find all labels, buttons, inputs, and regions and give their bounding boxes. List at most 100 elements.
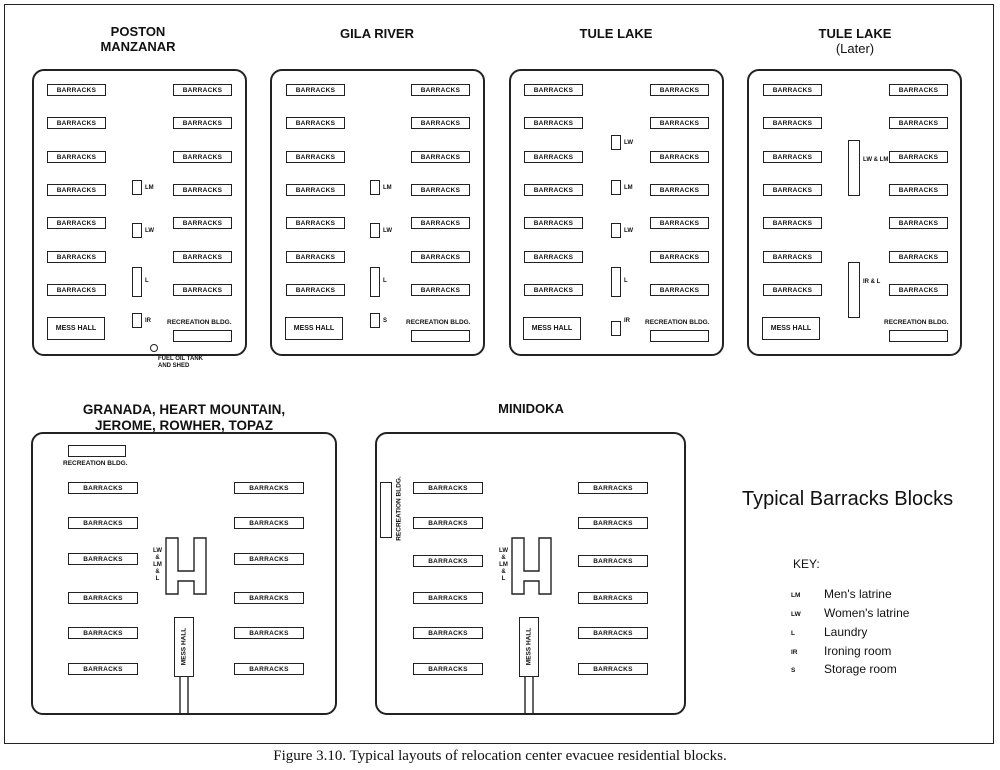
barracks: BARRACKS: [524, 251, 583, 263]
barracks: BARRACKS: [578, 482, 648, 494]
barracks: BARRACKS: [763, 184, 822, 196]
key-abbr: S: [791, 667, 796, 674]
womens-latrine: [611, 223, 621, 238]
facility-label: LW: [624, 140, 633, 146]
laundry: [132, 267, 142, 297]
womens-latrine: [370, 223, 380, 238]
barracks: BARRACKS: [173, 284, 232, 296]
facility-label: L: [383, 278, 387, 284]
barracks: BARRACKS: [578, 517, 648, 529]
barracks: BARRACKS: [286, 151, 345, 163]
facility-label: LW: [624, 228, 633, 234]
laundry: [611, 267, 621, 297]
barracks: BARRACKS: [411, 284, 470, 296]
barracks: BARRACKS: [889, 84, 948, 96]
barracks: BARRACKS: [68, 553, 138, 565]
figure-frame: [4, 4, 994, 744]
barracks: BARRACKS: [173, 251, 232, 263]
laundry: [370, 267, 380, 297]
key-text: Men's latrine: [824, 587, 892, 601]
mess-hall: MESS HALL: [285, 317, 343, 340]
key-text: Women's latrine: [824, 606, 910, 620]
barracks: BARRACKS: [286, 251, 345, 263]
barracks: BARRACKS: [173, 84, 232, 96]
barracks: BARRACKS: [234, 553, 304, 565]
barracks: BARRACKS: [411, 251, 470, 263]
facility-label: LW & LM: [863, 157, 889, 163]
barracks: BARRACKS: [173, 151, 232, 163]
recreation-label: RECREATION BLDG.: [167, 319, 232, 326]
recreation-label: RECREATION BLDG.: [645, 319, 710, 326]
recreation-label: RECREATION BLDG.: [63, 460, 128, 467]
tule-later-title: TULE LAKE(Later): [818, 26, 892, 56]
recreation-building: [68, 445, 126, 457]
fuel-oil-tank: [150, 344, 158, 352]
barracks: BARRACKS: [411, 84, 470, 96]
facility-label-stack: LW&LM&L: [499, 548, 508, 582]
barracks: BARRACKS: [763, 84, 822, 96]
facility-label: IR: [145, 318, 151, 324]
barracks: BARRACKS: [68, 663, 138, 675]
tule-title: TULE LAKE: [579, 26, 653, 41]
barracks: BARRACKS: [68, 517, 138, 529]
latrine-h-building: [165, 537, 207, 595]
granada-title: GRANADA, HEART MOUNTAIN,JEROME, ROWHER, …: [82, 402, 286, 433]
facility-label: LW: [145, 228, 154, 234]
facility-label: S: [383, 318, 388, 324]
barracks: BARRACKS: [763, 284, 822, 296]
facility-label: LM: [624, 185, 633, 191]
barracks: BARRACKS: [650, 84, 709, 96]
barracks: BARRACKS: [889, 184, 948, 196]
barracks: BARRACKS: [889, 151, 948, 163]
barracks: BARRACKS: [286, 284, 345, 296]
poston-block: [32, 69, 247, 356]
barracks: BARRACKS: [286, 184, 345, 196]
barracks: BARRACKS: [650, 184, 709, 196]
tule-block: [509, 69, 724, 356]
gila-block: [270, 69, 485, 356]
barracks: BARRACKS: [47, 117, 106, 129]
barracks: BARRACKS: [68, 482, 138, 494]
main-title: Typical Barracks Blocks: [742, 488, 954, 510]
barracks: BARRACKS: [234, 482, 304, 494]
barracks: BARRACKS: [47, 184, 106, 196]
key-abbr: LW: [791, 611, 801, 618]
recreation-building: [411, 330, 470, 342]
barracks: BARRACKS: [763, 251, 822, 263]
barracks: BARRACKS: [286, 117, 345, 129]
recreation-building: [380, 482, 392, 538]
barracks: BARRACKS: [524, 84, 583, 96]
barracks: BARRACKS: [650, 151, 709, 163]
barracks: BARRACKS: [889, 217, 948, 229]
barracks: BARRACKS: [413, 555, 483, 567]
facility-label: LW: [383, 228, 392, 234]
facility-label-stack: LW&LM&L: [153, 548, 162, 582]
barracks: BARRACKS: [173, 217, 232, 229]
mess-hall-building: [174, 617, 194, 677]
ironing-room: [132, 313, 142, 328]
recreation-building: [889, 330, 948, 342]
barracks: BARRACKS: [286, 84, 345, 96]
barracks: BARRACKS: [47, 284, 106, 296]
mess-hall-building: [519, 617, 539, 677]
barracks: BARRACKS: [47, 84, 106, 96]
key-abbr: L: [791, 630, 795, 637]
facility-label: L: [145, 278, 149, 284]
barracks: BARRACKS: [234, 663, 304, 675]
barracks: BARRACKS: [889, 251, 948, 263]
barracks: BARRACKS: [47, 151, 106, 163]
barracks: BARRACKS: [763, 217, 822, 229]
key-title: KEY:: [793, 557, 820, 571]
mens-latrine: [132, 180, 142, 195]
ironing-laundry-building: [848, 262, 860, 318]
barracks: BARRACKS: [411, 184, 470, 196]
latrine-building: [848, 140, 860, 196]
facility-label: IR: [624, 318, 630, 324]
barracks: BARRACKS: [413, 482, 483, 494]
barracks: BARRACKS: [524, 151, 583, 163]
service-line: [524, 677, 534, 715]
figure-caption: Figure 3.10. Typical layouts of relocati…: [273, 748, 727, 764]
barracks: BARRACKS: [650, 251, 709, 263]
